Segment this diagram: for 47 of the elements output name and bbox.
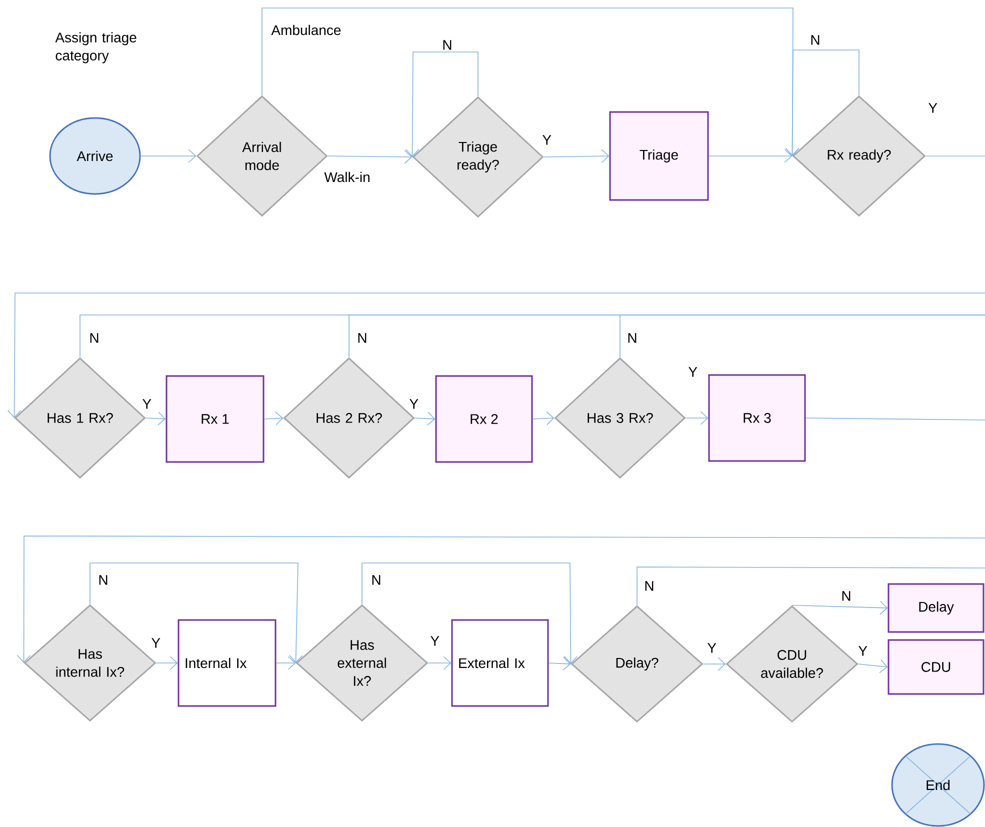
arrow (140, 149, 196, 163)
arrow (792, 600, 888, 615)
arrow (362, 562, 578, 664)
edge-label: Ambulance (271, 24, 341, 36)
arrow (16, 536, 985, 663)
process-box: Rx 1 (166, 375, 264, 463)
arrow (156, 656, 178, 670)
arrow (276, 656, 296, 670)
arrow (858, 659, 888, 674)
process-box: External Ix (451, 619, 549, 707)
edge-label: N (645, 581, 654, 591)
process-box: Rx 2 (435, 375, 533, 463)
edge-label: Y (430, 636, 440, 646)
arrow (428, 656, 452, 670)
process-box: CDU (888, 639, 984, 695)
edge-label: N (842, 591, 850, 601)
edge-label: N (628, 333, 636, 343)
edge-label: N (90, 333, 98, 343)
arrow (414, 412, 436, 426)
edge-label: N (99, 575, 108, 585)
process-box: Rx 3 (708, 374, 806, 462)
arrow (7, 292, 985, 418)
edge-label: N (811, 35, 820, 45)
arrow (702, 657, 726, 671)
arrow (90, 562, 303, 663)
process-box: Internal Ix (178, 619, 276, 707)
edge-label: Y (688, 367, 698, 377)
process-box: Triage (609, 111, 709, 201)
arrow (532, 411, 554, 426)
arrow (145, 412, 166, 426)
annotation-text: Assign triage category (55, 32, 136, 64)
edge-label: N (372, 575, 380, 585)
arrow (327, 150, 412, 164)
edge-label: N (443, 40, 452, 50)
arrow (548, 656, 571, 671)
arrow (685, 411, 708, 425)
edge-label: Y (858, 646, 868, 656)
arrow (264, 412, 284, 426)
arrow (405, 52, 478, 157)
edge-label: Y (928, 103, 938, 113)
edge-label: Y (708, 643, 716, 653)
arrow (543, 149, 610, 163)
edge-label: Y (542, 135, 552, 145)
edge-label: N (358, 333, 366, 343)
arrow (708, 149, 792, 163)
process-box: Delay (888, 583, 984, 633)
arrow (785, 50, 860, 156)
